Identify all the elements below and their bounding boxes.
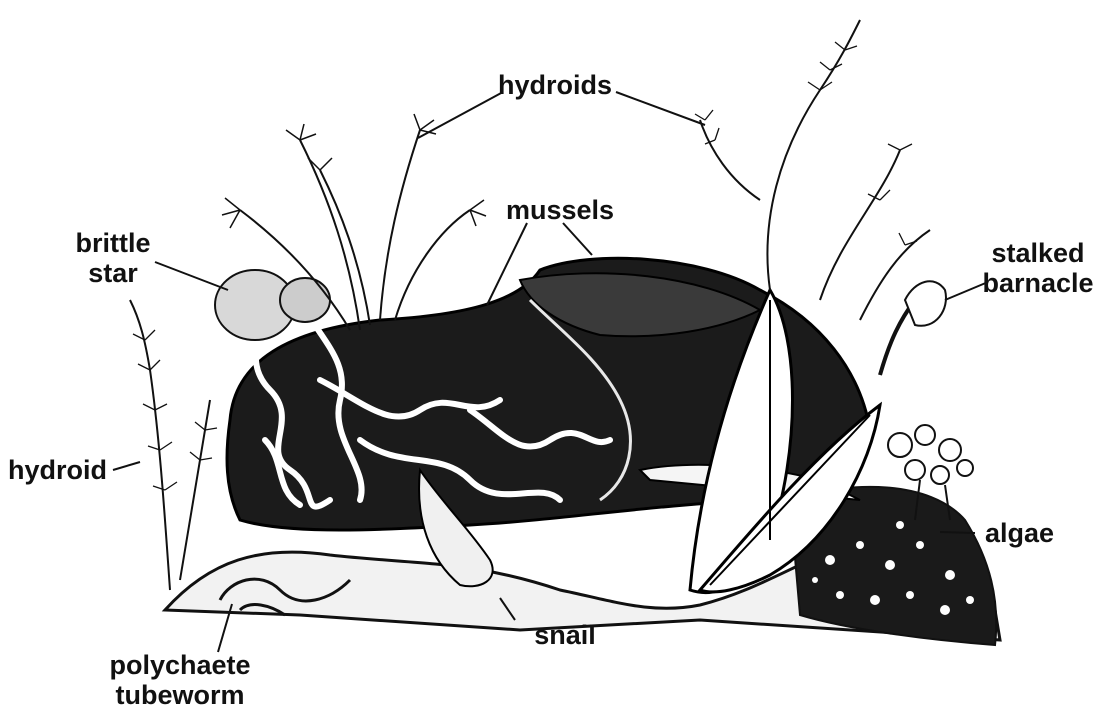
label-algae: algae: [985, 518, 1075, 548]
label-mussels: mussels: [500, 195, 620, 225]
label-stalked-barnacle-line1: stalked: [982, 238, 1094, 268]
label-polychaete-line2: tubeworm: [90, 680, 270, 710]
label-brittle-star: brittle star: [68, 228, 158, 288]
label-snail: snail: [520, 620, 610, 650]
label-brittle-star-line1: brittle: [68, 228, 158, 258]
brittle-star-disc: [215, 270, 330, 340]
label-polychaete-tubeworm: polychaete tubeworm: [90, 650, 270, 710]
label-polychaete-line1: polychaete: [90, 650, 270, 680]
label-hydroids: hydroids: [490, 70, 620, 100]
label-brittle-star-line2: star: [68, 258, 158, 288]
label-hydroid: hydroid: [8, 455, 118, 485]
stalked-barnacle: [880, 281, 946, 375]
hydroid-left: [130, 300, 217, 590]
label-stalked-barnacle-line2: barnacle: [982, 268, 1094, 298]
label-stalked-barnacle: stalked barnacle: [982, 238, 1094, 298]
